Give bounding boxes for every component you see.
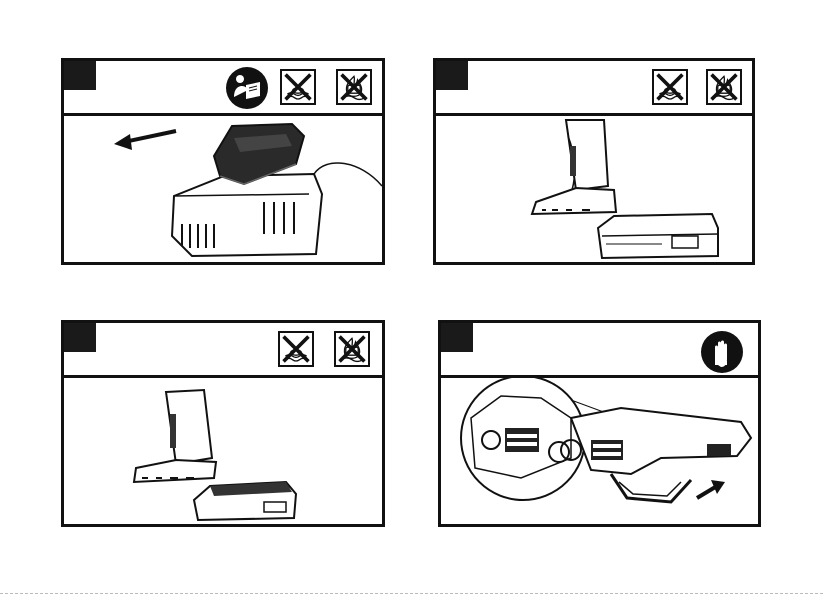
instruction-panel-3 <box>61 320 385 527</box>
instruction-panel-4 <box>438 320 761 527</box>
step-number-box <box>441 323 473 352</box>
step-number-box <box>64 61 96 90</box>
battery-insert-illustration <box>64 378 382 524</box>
battery-detach-illustration <box>436 116 752 262</box>
panel-header <box>436 61 752 116</box>
panel-header <box>441 323 758 378</box>
pruner-switch-illustration <box>441 378 758 524</box>
page-trim-line <box>0 593 823 594</box>
no-water-icon <box>278 331 314 367</box>
no-fire-icon <box>336 69 372 105</box>
direction-arrow <box>124 131 176 142</box>
instruction-panel-2 <box>433 58 755 265</box>
no-fire-icon <box>334 331 370 367</box>
no-water-icon <box>652 69 688 105</box>
step-number-box <box>64 323 96 352</box>
no-water-icon <box>280 69 316 105</box>
panel-header <box>64 323 382 378</box>
battery-removal-illustration <box>64 116 382 262</box>
gloves-icon <box>701 331 743 373</box>
panel-header <box>64 61 382 116</box>
no-fire-icon <box>706 69 742 105</box>
step-number-box <box>436 61 468 90</box>
instruction-panel-1 <box>61 58 385 265</box>
manual-read-icon <box>226 67 268 109</box>
